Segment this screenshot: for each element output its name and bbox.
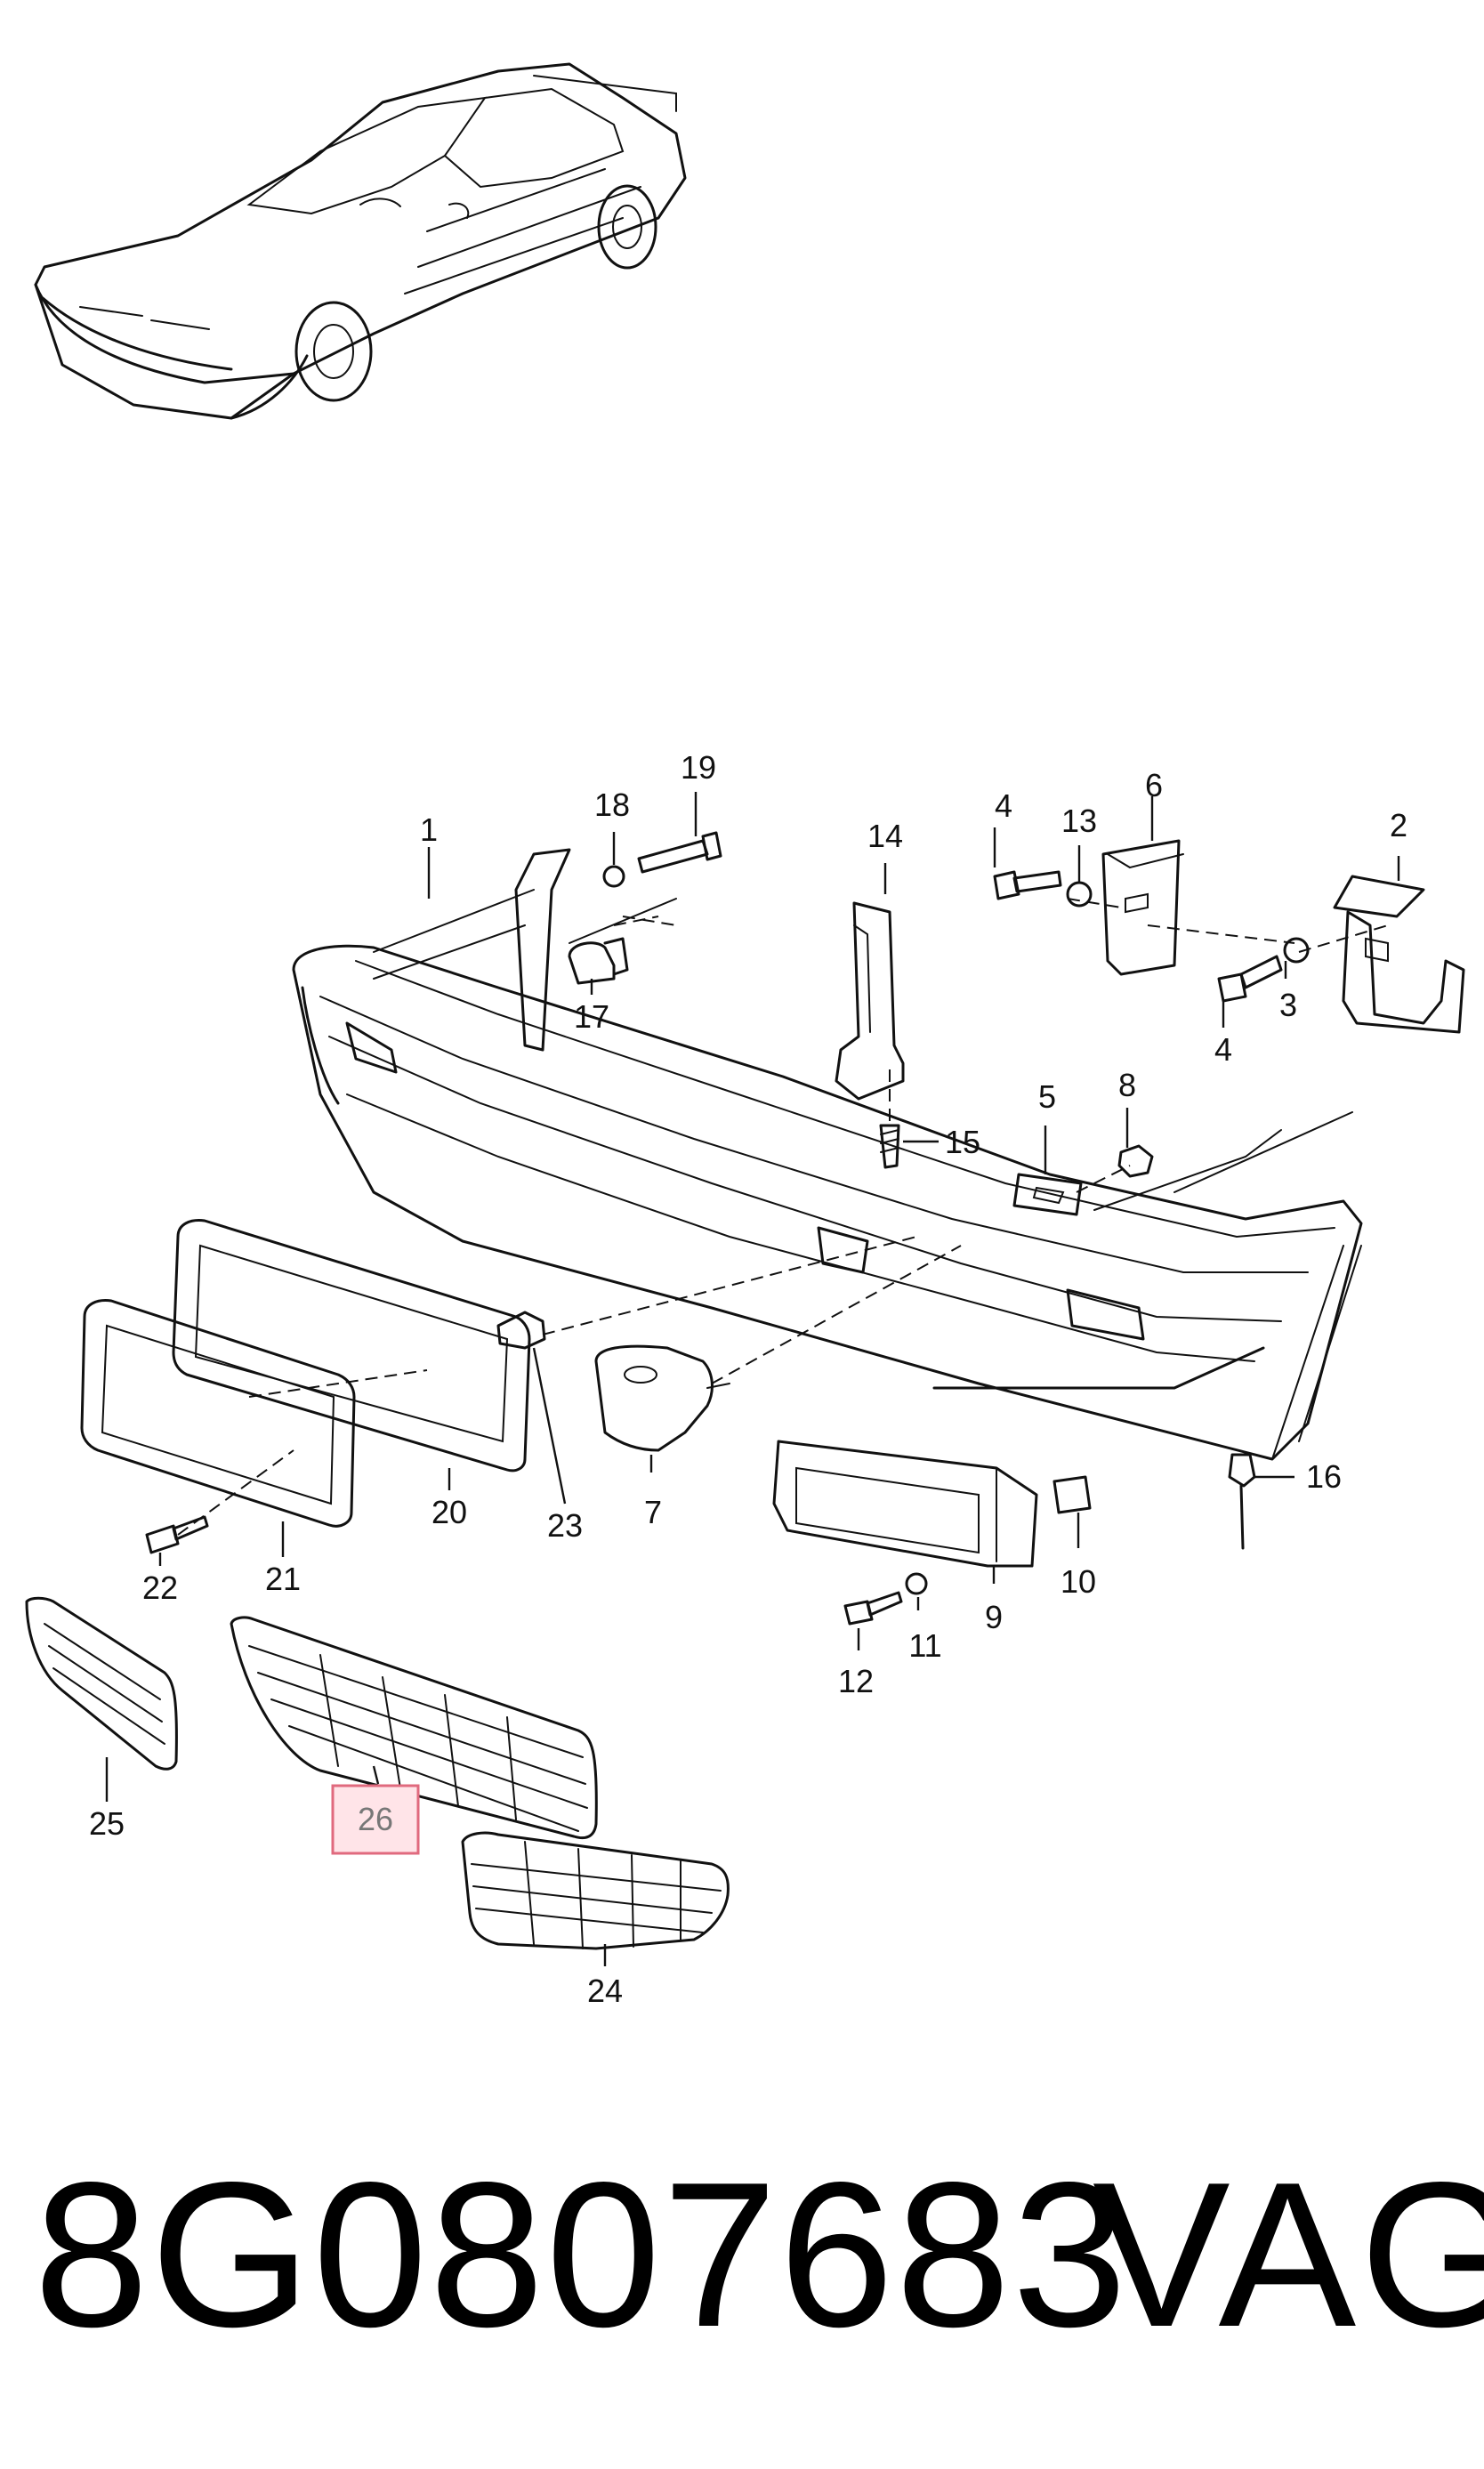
callout-19: 19	[681, 749, 716, 786]
callout-14: 14	[867, 818, 903, 854]
callout-4-right: 4	[1214, 1031, 1232, 1068]
callout-4-top: 4	[995, 787, 1012, 824]
callout-15: 15	[945, 1124, 980, 1160]
bolt-4-right	[1217, 955, 1283, 1003]
callout-21: 21	[265, 1561, 301, 1597]
clip-23	[496, 1311, 546, 1350]
callout-18: 18	[594, 787, 630, 823]
callout-6: 6	[1145, 767, 1163, 803]
callout-17: 17	[574, 998, 609, 1035]
callout-25: 25	[89, 1805, 125, 1842]
highlight-box-26	[331, 1784, 420, 1855]
callout-1: 1	[420, 811, 438, 848]
bracket-2	[1333, 875, 1465, 1034]
screw-12	[843, 1591, 903, 1626]
screw-22	[145, 1515, 209, 1554]
washer-18	[602, 865, 625, 888]
callout-13: 13	[1061, 803, 1097, 839]
grille-26	[230, 1616, 598, 1840]
callout-5: 5	[1038, 1078, 1056, 1115]
car-thumbnail	[34, 62, 687, 420]
nut-8	[1117, 1144, 1154, 1178]
exploded-parts-diagram: 1 2 3 4 4 5 6 7 8 9 10 11 12 13 14 15 16…	[25, 62, 1465, 2009]
callout-24: 24	[587, 1973, 623, 2009]
callout-20: 20	[431, 1494, 467, 1530]
callout-11: 11	[908, 1627, 941, 1664]
callout-9: 9	[985, 1599, 1003, 1635]
towing-eye-cover-7	[594, 1344, 730, 1452]
callout-8: 8	[1118, 1067, 1136, 1103]
nut-plate-5	[1012, 1173, 1083, 1216]
bracket-6	[1101, 839, 1184, 976]
bolt-4-top	[993, 870, 1062, 900]
grille-25	[25, 1596, 178, 1771]
fog-lamp-9	[772, 1440, 1038, 1568]
plate-holder-21	[80, 1299, 356, 1528]
screw-15	[879, 1124, 900, 1169]
callout-16: 16	[1306, 1458, 1342, 1495]
part-number: 8G0807683	[34, 2140, 1129, 2370]
bumper-cover	[292, 848, 1363, 1461]
callout-26-highlighted: 26	[358, 1801, 393, 1837]
clip-17	[568, 937, 629, 985]
washer-11	[905, 1572, 928, 1595]
callout-22: 22	[142, 1569, 178, 1606]
plate-holder-20	[172, 1219, 531, 1473]
brand-name: VAG	[1093, 2140, 1484, 2370]
clip-10	[1053, 1475, 1092, 1514]
callout-10: 10	[1061, 1563, 1096, 1600]
caption-bar: 8G0807683 VAG	[0, 2122, 1484, 2416]
callout-7: 7	[644, 1494, 662, 1530]
screw-19	[637, 831, 722, 874]
callout-3: 3	[1279, 987, 1297, 1023]
callout-23: 23	[547, 1507, 583, 1544]
callout-12: 12	[838, 1663, 874, 1699]
rivet-16	[1228, 1453, 1256, 1550]
callout-2: 2	[1390, 807, 1407, 843]
bracket-14	[835, 901, 905, 1101]
grille-24	[461, 1831, 730, 1950]
